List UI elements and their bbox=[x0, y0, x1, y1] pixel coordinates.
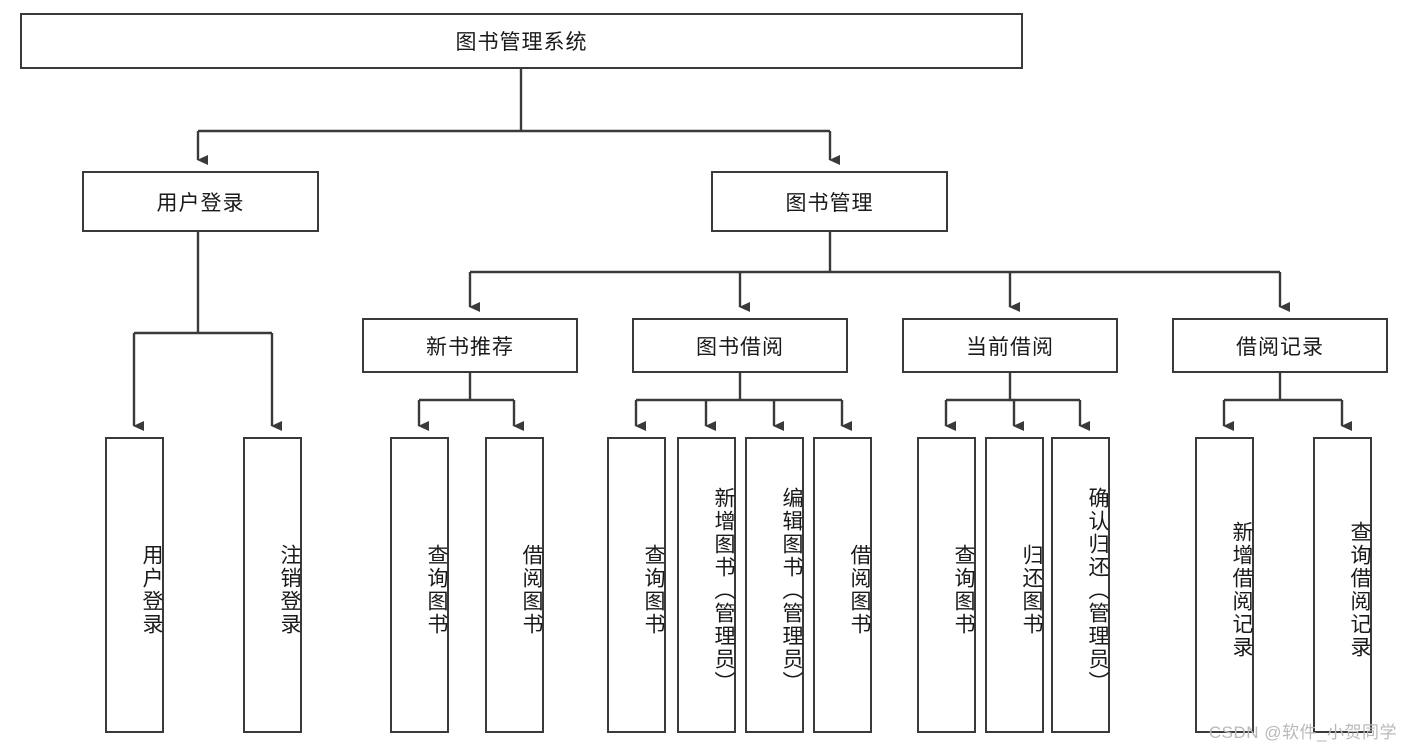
node-book-borrow[interactable]: 图书借阅 bbox=[632, 318, 848, 373]
node-borrow-record[interactable]: 借阅记录 bbox=[1172, 318, 1388, 373]
node-label: 新增图书（管理员） bbox=[712, 486, 735, 694]
node-label: 查询借阅记录 bbox=[1348, 521, 1371, 659]
leaf-current-borrow-query[interactable]: 查询图书 bbox=[917, 437, 976, 733]
leaf-book-borrow-lend[interactable]: 借阅图书 bbox=[813, 437, 872, 733]
leaf-book-borrow-query[interactable]: 查询图书 bbox=[607, 437, 666, 733]
node-label: 用户登录 bbox=[140, 544, 163, 636]
node-label: 当前借阅 bbox=[966, 335, 1054, 359]
node-label: 借阅图书 bbox=[848, 544, 871, 636]
leaf-current-borrow-return[interactable]: 归还图书 bbox=[985, 437, 1044, 733]
node-new-book-recommend[interactable]: 新书推荐 bbox=[362, 318, 578, 373]
node-label: 查询图书 bbox=[642, 544, 665, 636]
node-label: 查询图书 bbox=[425, 544, 448, 636]
node-label: 图书借阅 bbox=[696, 335, 784, 359]
node-label: 注销登录 bbox=[278, 544, 301, 636]
node-user-login[interactable]: 用户登录 bbox=[82, 171, 319, 232]
node-label: 归还图书 bbox=[1020, 544, 1043, 636]
node-label: 图书管理 bbox=[785, 191, 874, 215]
node-book-management[interactable]: 图书管理 bbox=[711, 171, 948, 232]
leaf-user-login-signout[interactable]: 注销登录 bbox=[243, 437, 302, 733]
node-label: 借阅图书 bbox=[520, 544, 543, 636]
node-label: 查询图书 bbox=[952, 544, 975, 636]
node-label: 新书推荐 bbox=[426, 335, 514, 359]
leaf-borrow-record-add[interactable]: 新增借阅记录 bbox=[1195, 437, 1254, 733]
watermark-text: CSDN @软件_小贺同学 bbox=[1208, 723, 1397, 742]
node-root-system[interactable]: 图书管理系统 bbox=[20, 13, 1023, 69]
leaf-new-book-query[interactable]: 查询图书 bbox=[390, 437, 449, 733]
node-label: 新增借阅记录 bbox=[1230, 521, 1253, 659]
node-label: 编辑图书（管理员） bbox=[780, 486, 803, 694]
leaf-borrow-record-query[interactable]: 查询借阅记录 bbox=[1313, 437, 1372, 733]
leaf-new-book-borrow[interactable]: 借阅图书 bbox=[485, 437, 544, 733]
node-label: 确认归还（管理员） bbox=[1086, 486, 1109, 694]
node-label: 用户登录 bbox=[156, 191, 245, 215]
leaf-current-borrow-confirm-return[interactable]: 确认归还（管理员） bbox=[1051, 437, 1110, 733]
leaf-user-login-signin[interactable]: 用户登录 bbox=[105, 437, 164, 733]
node-label: 图书管理系统 bbox=[455, 31, 588, 54]
node-label: 借阅记录 bbox=[1236, 335, 1324, 359]
node-current-borrow[interactable]: 当前借阅 bbox=[902, 318, 1118, 373]
leaf-book-borrow-add[interactable]: 新增图书（管理员） bbox=[677, 437, 736, 733]
leaf-book-borrow-edit[interactable]: 编辑图书（管理员） bbox=[745, 437, 804, 733]
